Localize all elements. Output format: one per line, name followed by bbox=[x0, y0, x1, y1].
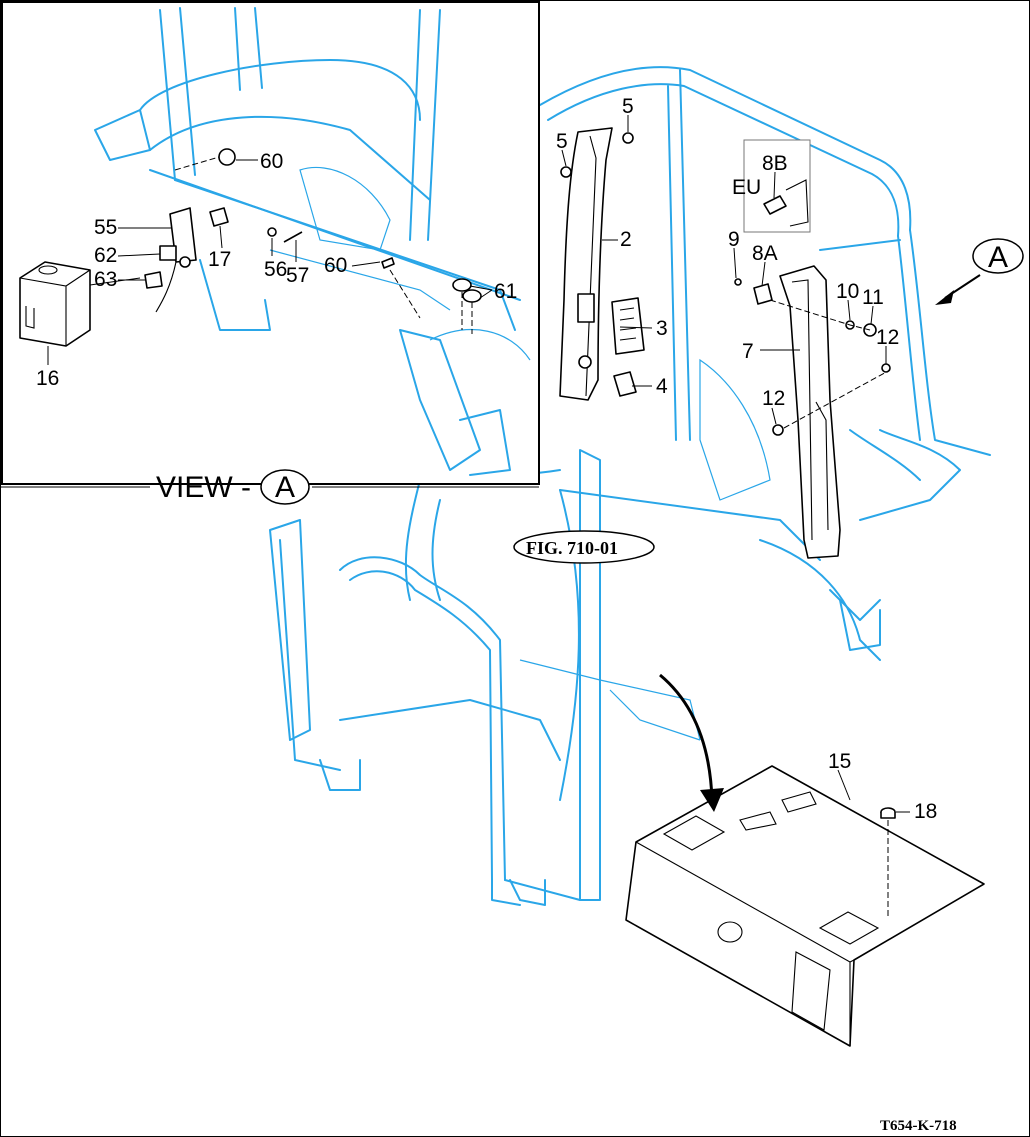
callout-10: 10 bbox=[836, 280, 859, 303]
insertion-arrow bbox=[659, 673, 714, 801]
assembly-line-60 bbox=[174, 156, 220, 171]
callout-7: 7 bbox=[742, 340, 754, 363]
drawing-number: T654-K-718 bbox=[880, 1118, 957, 1134]
callout-57: 57 bbox=[286, 264, 309, 287]
insertion-arrowhead bbox=[700, 788, 724, 812]
callout-63: 63 bbox=[94, 268, 117, 291]
view-a-marker-letter: A bbox=[988, 241, 1008, 274]
view-a-arrowhead bbox=[935, 290, 954, 305]
assembly-line-12 bbox=[783, 369, 891, 429]
callout-15: 15 bbox=[828, 750, 851, 773]
callout-18: 18 bbox=[914, 800, 937, 823]
part-18-plug bbox=[880, 807, 896, 918]
part-57-pin bbox=[283, 231, 303, 243]
callout-3: 3 bbox=[656, 317, 668, 340]
part-61-cap-a bbox=[452, 278, 472, 292]
figure-reference-badge: FIG. 710-01 bbox=[513, 530, 655, 564]
callout-16: 16 bbox=[36, 367, 59, 390]
callout-62: 62 bbox=[94, 244, 117, 267]
view-a-title: VIEW - bbox=[156, 471, 251, 504]
part-60-grommet-a bbox=[218, 148, 236, 166]
callout-56: 56 bbox=[264, 258, 287, 281]
part-17-bracket bbox=[209, 207, 229, 227]
callout-9: 9 bbox=[728, 228, 740, 251]
part-washer bbox=[179, 256, 191, 268]
assembly-line-61 bbox=[461, 292, 473, 334]
part-61-cap-b bbox=[462, 289, 482, 303]
callout-12b: 12 bbox=[762, 387, 785, 410]
callout-17: 17 bbox=[208, 248, 231, 271]
part-9-screw bbox=[734, 278, 742, 286]
callout-5a: 5 bbox=[556, 130, 568, 153]
part-hook-wire bbox=[155, 261, 177, 313]
part-4-socket-cap bbox=[613, 371, 637, 397]
part-63-bolt bbox=[144, 271, 163, 289]
figure-reference-text: FIG. 710-01 bbox=[526, 538, 618, 558]
part-62-spring bbox=[159, 245, 177, 261]
part-8a-bracket bbox=[753, 283, 773, 305]
eu-detail-box bbox=[743, 139, 811, 233]
region-label-eu: EU bbox=[732, 176, 761, 199]
callout-11: 11 bbox=[862, 286, 884, 309]
inset-view-a bbox=[1, 1, 540, 485]
callout-4: 4 bbox=[656, 375, 668, 398]
part-56-washer bbox=[267, 227, 277, 237]
view-a-marker-circle bbox=[972, 238, 1024, 274]
part-12-clip-b bbox=[772, 424, 784, 436]
screw-5-b bbox=[622, 132, 634, 144]
callout-labels: 2 3 4 5 5 7 8A 8B 9 10 11 12 12 15 16 17… bbox=[36, 95, 937, 823]
callout-8b: 8B bbox=[762, 152, 788, 175]
leader-lines bbox=[47, 115, 910, 813]
callout-2: 2 bbox=[620, 228, 632, 251]
callout-60a: 60 bbox=[260, 150, 283, 173]
view-a-title-circle bbox=[260, 469, 310, 505]
part-7-pillar-trim bbox=[779, 265, 841, 559]
part-3-switch-panel bbox=[611, 297, 645, 355]
callout-60b: 60 bbox=[324, 254, 347, 277]
part-60-grommet-b bbox=[381, 257, 395, 269]
callout-5b: 5 bbox=[622, 95, 634, 118]
assembly-line-60b bbox=[389, 269, 421, 319]
callout-61: 61 bbox=[494, 280, 517, 303]
part-2-pillar-trim bbox=[559, 127, 613, 401]
callout-8a: 8A bbox=[752, 242, 778, 265]
part-15-floor-plate bbox=[625, 765, 985, 1047]
assembly-line-7 bbox=[769, 299, 871, 331]
view-a-title-letter: A bbox=[275, 471, 295, 504]
callout-12a: 12 bbox=[876, 326, 899, 349]
callout-55: 55 bbox=[94, 216, 117, 239]
part-16-cover-box bbox=[19, 261, 91, 347]
screw-5-a bbox=[560, 166, 572, 178]
